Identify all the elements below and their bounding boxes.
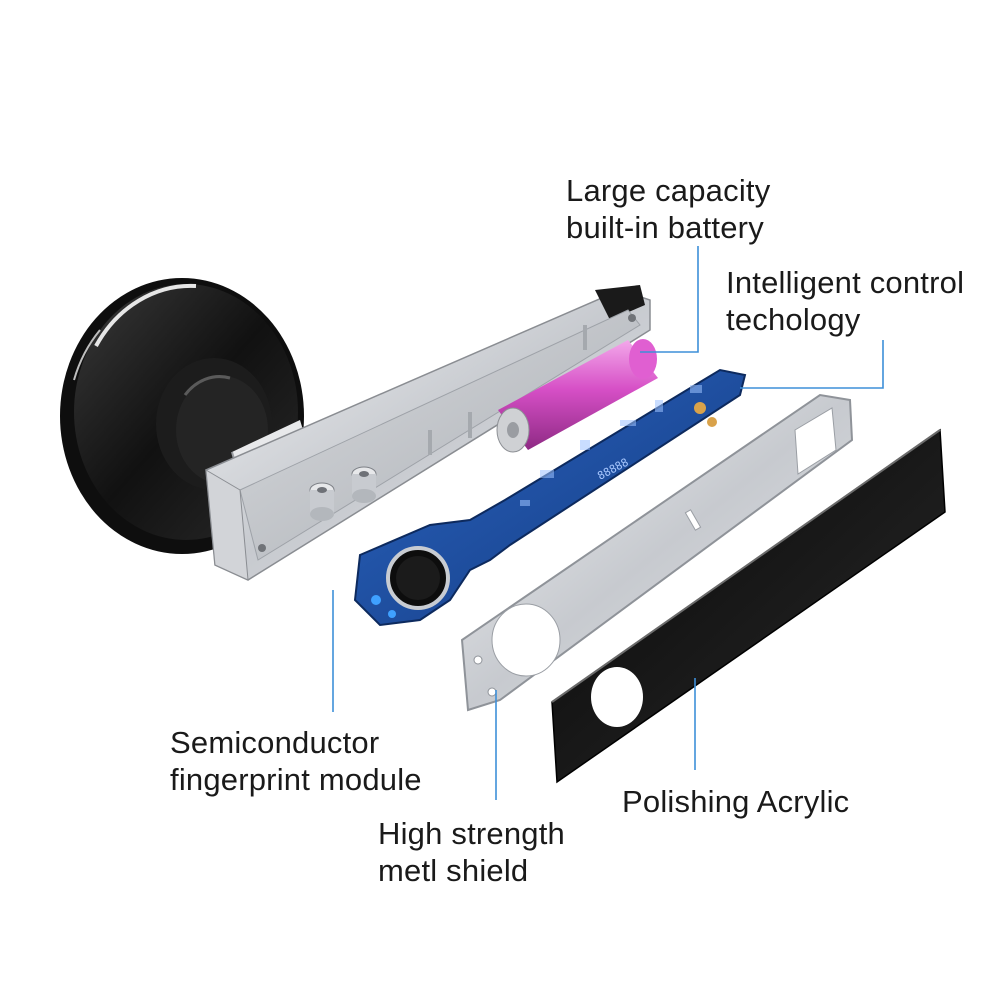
label-shield: High strength metl shield xyxy=(378,815,565,889)
lever-housing xyxy=(205,285,651,581)
label-acrylic-line1: Polishing Acrylic xyxy=(622,784,850,819)
fingerprint-sensor-icon xyxy=(386,546,450,610)
label-battery-line1: Large capacity xyxy=(566,173,771,208)
metal-shield-plate xyxy=(460,393,854,712)
label-fingerprint-line2: fingerprint module xyxy=(170,762,422,797)
label-fingerprint-line1: Semiconductor xyxy=(170,725,380,760)
label-control-line2: techology xyxy=(726,302,861,337)
leader-lines xyxy=(332,246,884,800)
battery-cell xyxy=(496,339,658,453)
screw-post xyxy=(351,466,377,503)
label-shield-line2: metl shield xyxy=(378,853,529,888)
label-battery: Large capacity built-in battery xyxy=(566,172,770,246)
label-shield-line1: High strength xyxy=(378,816,565,851)
label-control: Intelligent control techology xyxy=(726,264,964,338)
label-acrylic: Polishing Acrylic xyxy=(622,783,849,820)
leader-battery xyxy=(640,246,699,353)
leader-control xyxy=(740,340,884,389)
label-battery-line2: built-in battery xyxy=(566,210,764,245)
control-circuit-board: 88888 xyxy=(353,368,747,627)
acrylic-cover-panel xyxy=(551,428,946,784)
screw-post xyxy=(309,482,335,521)
label-control-line1: Intelligent control xyxy=(726,265,965,300)
label-fingerprint: Semiconductor fingerprint module xyxy=(170,724,422,798)
